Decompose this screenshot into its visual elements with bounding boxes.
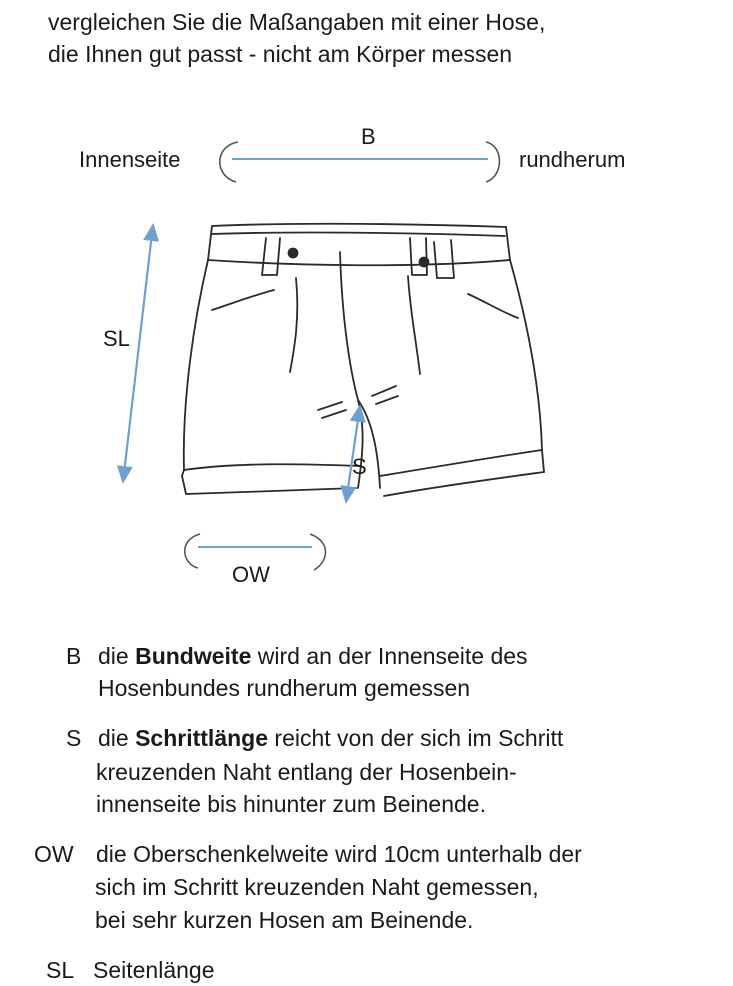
label-innenseite: Innenseite	[79, 147, 181, 172]
legend-text-line: Hosenbundes rundherum gemessen	[98, 675, 471, 701]
legend-key: OW	[34, 841, 74, 867]
legend-text-line: die Bundweite wird an der Innenseite des	[98, 643, 528, 669]
waist-arrow-b	[219, 141, 501, 183]
shorts-outline	[181, 222, 545, 497]
intro-line-2: die Ihnen gut passt - nicht am Körper me…	[48, 41, 513, 67]
legend-key: S	[66, 725, 82, 751]
legend-text-line: innenseite bis hinunter zum Beinende.	[96, 791, 486, 817]
legend-text-line: sich im Schritt kreuzenden Naht gemessen…	[95, 874, 539, 900]
legend-text-line: die Oberschenkelweite wird 10cm unterhal…	[96, 841, 582, 867]
legend-term: Schrittlänge	[135, 725, 269, 751]
legend-key: SL	[46, 957, 75, 983]
thigh-width-arrow	[183, 533, 327, 571]
shorts-drawing	[116, 141, 545, 571]
legend-term: Bundweite	[135, 643, 252, 669]
label-b: B	[361, 124, 376, 149]
legend-text-line: bei sehr kurzen Hosen am Beinende.	[95, 907, 474, 933]
intro-line-1: vergleichen Sie die Maßangaben mit einer…	[48, 9, 546, 35]
legend-text-line: kreuzenden Naht entlang der Hosenbein-	[96, 759, 517, 785]
side-length-arrow	[116, 223, 160, 484]
label-ow: OW	[232, 562, 270, 587]
legend-key: B	[66, 643, 82, 669]
inseam-arrow	[340, 404, 366, 504]
label-sl: SL	[103, 326, 130, 351]
legend-text-line: die Schrittlänge reicht von der sich im …	[98, 725, 564, 751]
legend-text-line: Seitenlänge	[93, 957, 215, 983]
label-rundherum: rundherum	[519, 147, 626, 172]
intro-text: vergleichen Sie die Maßangaben mit einer…	[48, 6, 728, 70]
label-s: S	[352, 454, 367, 479]
shorts-measurement-diagram: B Innenseite rundherum SL S OW	[0, 110, 733, 600]
